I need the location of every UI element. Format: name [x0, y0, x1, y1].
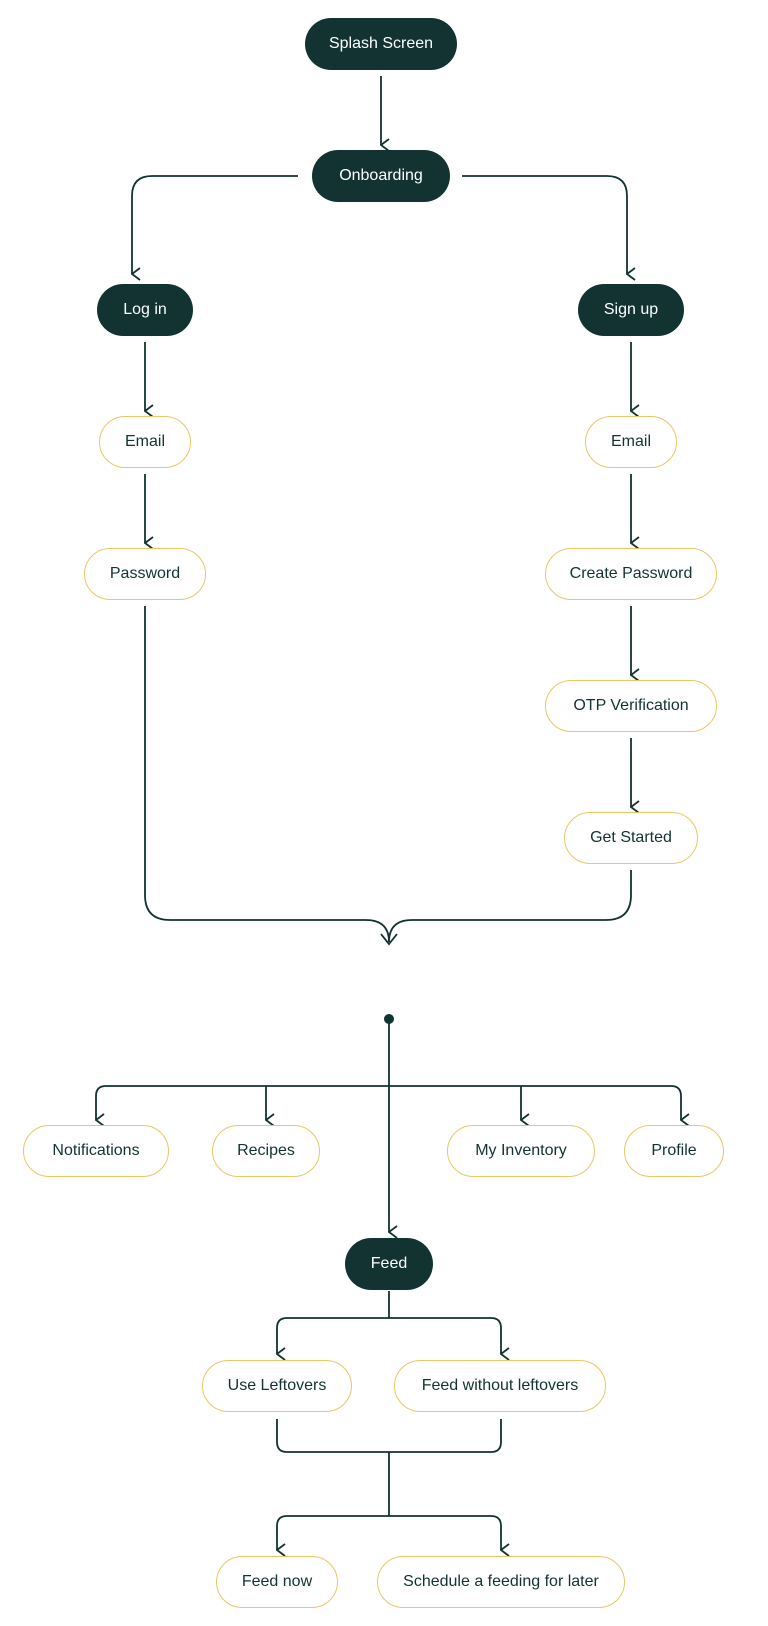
node-label: Feed now — [241, 1573, 313, 1590]
connector-feed-split — [277, 1291, 390, 1354]
node-feed[interactable]: Feed — [345, 1238, 433, 1290]
node-log-in[interactable]: Log in — [97, 284, 193, 336]
node-label: Email — [124, 433, 165, 450]
connector-password-merge — [144, 606, 390, 943]
connector-getstarted-merge — [388, 870, 632, 943]
node-login-email[interactable]: Email — [99, 416, 191, 468]
node-label: Log in — [123, 301, 167, 318]
node-label: Sign up — [603, 301, 659, 318]
node-label: Email — [610, 433, 651, 450]
merge-arrowhead — [380, 933, 398, 946]
node-label: Feed without leftovers — [421, 1377, 579, 1394]
node-use-leftovers[interactable]: Use Leftovers — [202, 1360, 352, 1412]
connector-split-schedule — [389, 1515, 501, 1550]
node-my-inventory[interactable]: My Inventory — [447, 1125, 595, 1177]
connector-feed-split-right — [389, 1317, 501, 1354]
node-get-started[interactable]: Get Started — [564, 812, 698, 864]
node-sign-up[interactable]: Sign up — [578, 284, 684, 336]
connector-bar-notifications — [96, 1085, 107, 1120]
node-label: Password — [109, 565, 181, 582]
node-label: Schedule a feeding for later — [403, 1573, 599, 1590]
node-recipes[interactable]: Recipes — [212, 1125, 320, 1177]
node-onboarding[interactable]: Onboarding — [312, 150, 450, 202]
node-login-password[interactable]: Password — [84, 548, 206, 600]
connector-onboarding-login — [132, 175, 298, 274]
connector-options-merge — [276, 1419, 502, 1453]
node-notifications[interactable]: Notifications — [23, 1125, 169, 1177]
connector-onboarding-signup — [462, 175, 627, 274]
node-splash-screen[interactable]: Splash Screen — [305, 18, 457, 70]
node-label: Get Started — [590, 829, 672, 846]
node-label: Notifications — [52, 1142, 140, 1159]
node-label: Create Password — [569, 565, 693, 582]
node-label: OTP Verification — [573, 697, 689, 714]
node-label: My Inventory — [475, 1142, 567, 1159]
node-profile[interactable]: Profile — [624, 1125, 724, 1177]
node-otp-verification[interactable]: OTP Verification — [545, 680, 717, 732]
node-label: Use Leftovers — [227, 1377, 327, 1394]
node-label: Feed — [370, 1255, 408, 1272]
connector-split-feednow — [277, 1515, 389, 1550]
node-label: Onboarding — [339, 167, 423, 184]
node-signup-email[interactable]: Email — [585, 416, 677, 468]
node-schedule-feeding[interactable]: Schedule a feeding for later — [377, 1556, 625, 1608]
node-label: Splash Screen — [328, 35, 434, 52]
node-label: Recipes — [237, 1142, 295, 1159]
connector-bar-profile — [670, 1085, 681, 1120]
node-feed-now[interactable]: Feed now — [216, 1556, 338, 1608]
node-label: Profile — [651, 1142, 697, 1159]
node-feed-without-leftovers[interactable]: Feed without leftovers — [394, 1360, 606, 1412]
node-create-password[interactable]: Create Password — [545, 548, 717, 600]
